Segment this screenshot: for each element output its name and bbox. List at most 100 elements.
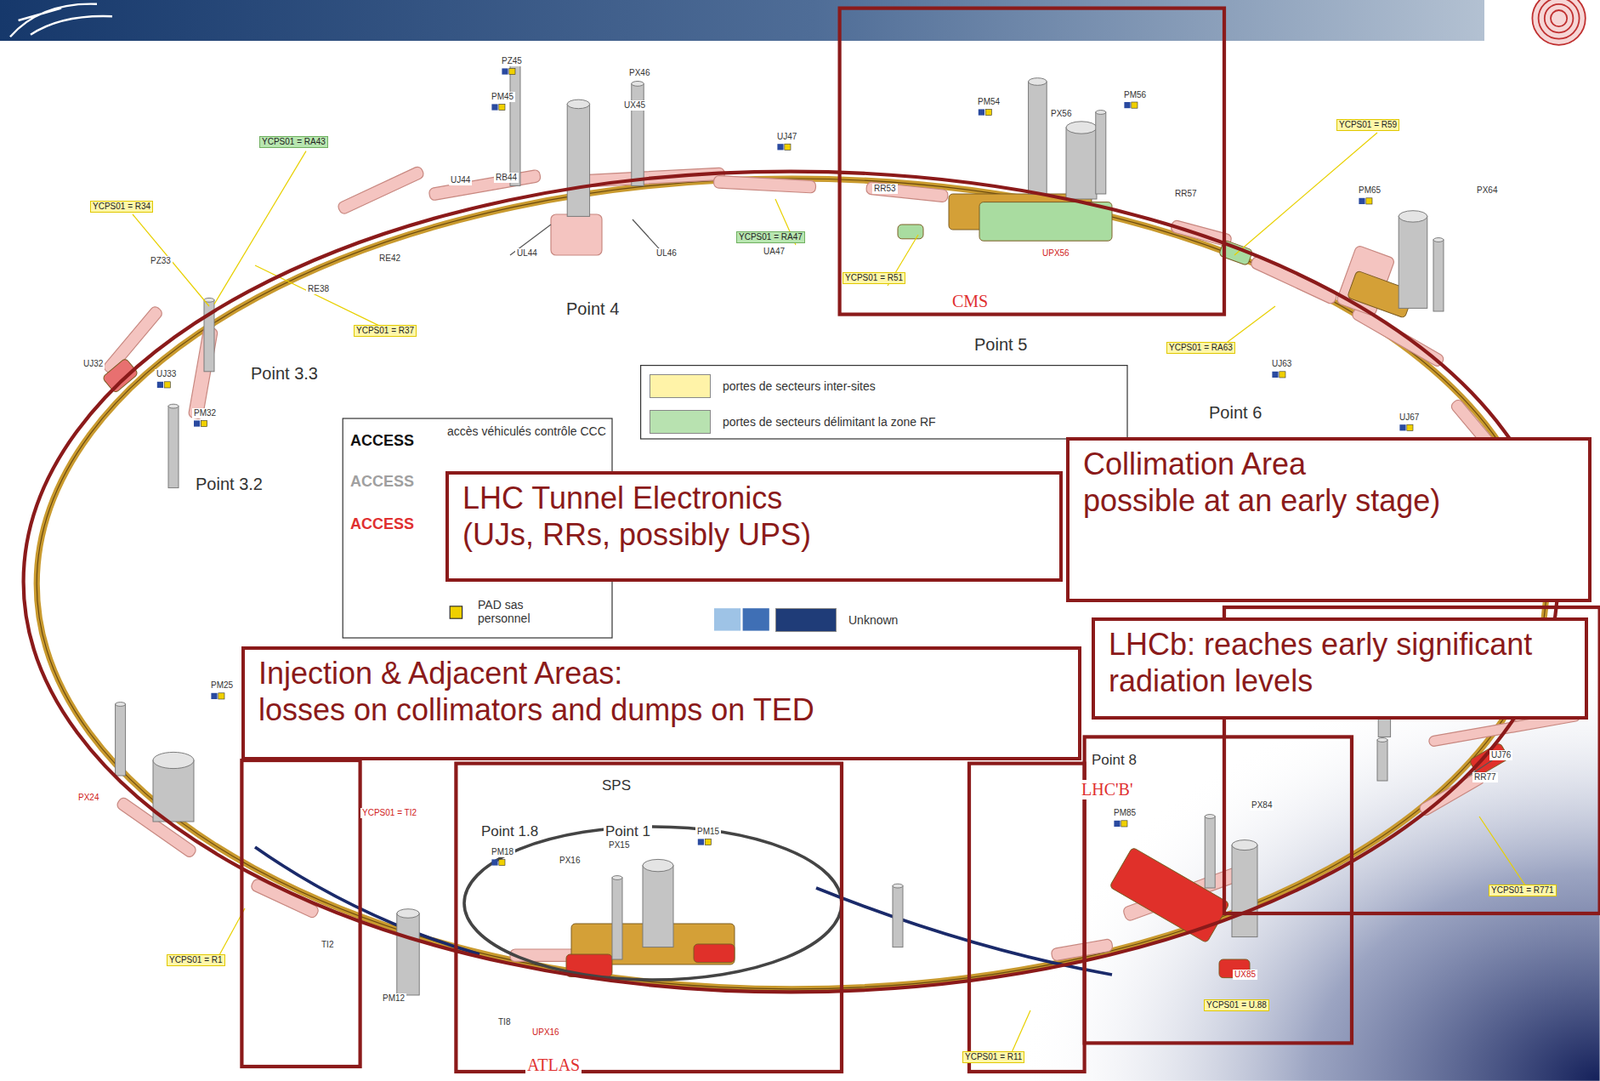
point-label: Point 1.8 [479, 822, 540, 840]
map-label: RB44 [493, 172, 519, 183]
point-label: Point 6 [1207, 402, 1264, 423]
map-label: UJ76 [1489, 749, 1513, 761]
map-label: PM65 [1356, 185, 1383, 196]
callout-text: Collimation Area [1083, 445, 1575, 483]
shaft [153, 751, 194, 822]
shaft [567, 99, 590, 216]
access-marker [491, 103, 505, 110]
map-label: TI2 [319, 939, 335, 950]
map-label: UJ33 [154, 368, 178, 380]
point-label: Point 4 [564, 299, 621, 319]
legend-row: portes de secteurs inter-sites [649, 374, 878, 398]
map-label: PM85 [1112, 807, 1138, 818]
map-label: TI8 [496, 1016, 512, 1027]
map-label: RR57 [1173, 188, 1199, 199]
shaft [612, 875, 623, 959]
leader-line [214, 151, 307, 305]
map-label: UJ63 [1270, 358, 1294, 369]
map-label: UJ47 [775, 131, 799, 142]
access-marker [1123, 102, 1138, 108]
map-label: PX56 [1049, 108, 1073, 120]
tunnel-segment [713, 175, 817, 193]
map-label: YCPS01 = R1 [166, 953, 226, 966]
callout-box: Injection & Adjacent Areas:losses on col… [241, 646, 1082, 761]
map-label: RE38 [306, 283, 331, 295]
tunnel-segment [1249, 255, 1339, 306]
shaft [168, 403, 179, 488]
access-marker [1358, 198, 1373, 205]
map-label: PX15 [607, 839, 631, 851]
map-label: LHC'B' [1079, 779, 1135, 800]
map-label: RE42 [377, 253, 403, 264]
callout-text: possible at an early stage) [1083, 482, 1575, 519]
shaft [204, 297, 215, 371]
map-label: accès véhiculés contrôle CCC [445, 424, 608, 438]
leader-line [1009, 1009, 1031, 1056]
map-label: PZ33 [148, 255, 173, 267]
map-label: CMS [950, 291, 990, 312]
access-marker [1113, 820, 1128, 827]
access-marker [157, 381, 171, 388]
map-label: PM15 [695, 826, 721, 837]
legend-text: portes de secteurs délimitant la zone RF [720, 414, 938, 429]
tunnel-segment [550, 214, 602, 256]
point-label: Point 3.2 [193, 474, 265, 494]
pad-symbol [449, 606, 462, 619]
map-label: YCPS01 = R59 [1336, 119, 1400, 131]
map-label: PX84 [1249, 800, 1274, 811]
map-label: PZ45 [499, 56, 524, 67]
map-label: PM32 [192, 408, 218, 419]
map-label: UPX16 [530, 1026, 562, 1038]
map-label: PM12 [380, 992, 407, 1004]
point-label: Point 1 [603, 822, 653, 840]
map-label: UL46 [654, 248, 679, 259]
shaft [397, 908, 420, 995]
point-label: Point 3.3 [249, 363, 320, 384]
shaft [892, 883, 903, 947]
point-label: Point 8 [1089, 751, 1139, 769]
header-bar [0, 0, 1485, 41]
legend-row: portes de secteurs délimitant la zone RF [649, 409, 938, 434]
callout-text: LHC Tunnel Electronics [462, 479, 1046, 517]
regions [241, 8, 1600, 1072]
shaft [642, 858, 674, 947]
map-label: YCPS01 = R771 [1488, 884, 1557, 897]
map-label: YCPS01 = R34 [90, 200, 154, 213]
map-label: UL44 [515, 248, 540, 259]
map-label: YCPS01 = RA63 [1166, 341, 1236, 354]
transfer-line [255, 846, 480, 954]
map-label: RR53 [872, 183, 898, 194]
map-label: YCPS01 = U.88 [1203, 998, 1270, 1011]
point-label: Point 5 [972, 334, 1029, 355]
callout-text: Injection & Adjacent Areas: [258, 654, 1065, 692]
shaft [1377, 737, 1388, 781]
cavern [979, 202, 1113, 242]
shaft [1231, 839, 1258, 937]
legend-frame [641, 365, 1128, 439]
shaft [510, 61, 521, 186]
cavern [693, 943, 735, 963]
dose-swatch [714, 607, 741, 630]
access-marker [210, 692, 225, 699]
callout-text: LHCb: reaches early significant radiatio… [1108, 625, 1572, 699]
map-label: PM54 [975, 96, 1002, 108]
map-label: YCPS01 = RA47 [736, 231, 806, 244]
callout-text: (UJs, RRs, possibly UPS) [462, 516, 1046, 553]
cern-logo [10, 4, 113, 38]
access-marker [1399, 424, 1413, 431]
map-label: YCPS01 = R11 [962, 1050, 1025, 1063]
tunnel-segment [249, 877, 320, 920]
legend-text: portes de secteurs inter-sites [720, 379, 878, 393]
legend-swatch [775, 607, 837, 632]
map-label: YCPS01 = R37 [353, 324, 417, 337]
lhc-logo [1531, 0, 1585, 46]
map-label: ATLAS [525, 1055, 582, 1075]
leader-line [132, 214, 210, 307]
callout-box: LHCb: reaches early significant radiatio… [1091, 617, 1589, 720]
shaft [1028, 78, 1048, 194]
access-marker [1271, 371, 1286, 378]
tunnel-segment [336, 164, 426, 216]
map-label: YCPS01 = RA43 [259, 136, 329, 148]
